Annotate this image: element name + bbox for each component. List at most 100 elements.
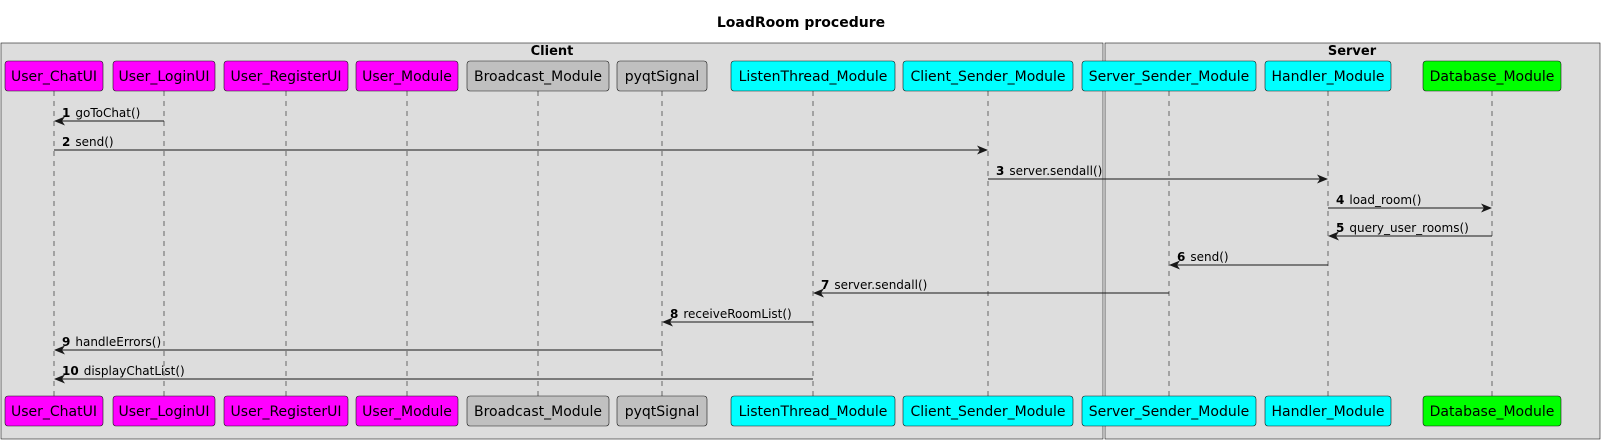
message-label: 6 send(): [1177, 250, 1229, 264]
message-label: 7 server.sendall(): [821, 278, 927, 292]
participant-label: Client_Sender_Module: [910, 69, 1065, 85]
message-text: handleErrors(): [75, 335, 161, 349]
message-number: 10: [62, 364, 79, 378]
message-7: 7 server.sendall(): [813, 278, 1169, 298]
participant-label: User_RegisterUI: [231, 404, 342, 420]
participant-top-database_module: Database_Module: [1422, 60, 1562, 92]
message-label: 4 load_room(): [1336, 193, 1421, 207]
message-text: receiveRoomList(): [683, 307, 791, 321]
participant-label: User_ChatUI: [11, 69, 97, 85]
lifelines: [53, 91, 1493, 396]
participant-bottom-user_registerui: User_RegisterUI: [223, 395, 349, 427]
message-number: 2: [62, 135, 70, 149]
message-label: 2 send(): [62, 135, 114, 149]
message-text: server.sendall(): [834, 278, 927, 292]
message-text: displayChatList(): [84, 364, 185, 378]
participant-top-user_loginui: User_LoginUI: [112, 60, 216, 92]
participant-label: Server_Sender_Module: [1089, 69, 1249, 85]
participant-label: Handler_Module: [1271, 404, 1384, 420]
message-label: 10 displayChatList(): [62, 364, 185, 378]
participant-bottom-user_module: User_Module: [355, 395, 459, 427]
message-text: goToChat(): [75, 106, 140, 120]
participant-label: Handler_Module: [1271, 69, 1384, 85]
message-number: 5: [1336, 221, 1344, 235]
participant-top-handler_module: Handler_Module: [1264, 60, 1392, 92]
participant-label: User_RegisterUI: [231, 69, 342, 85]
participant-label: Database_Module: [1430, 69, 1555, 85]
message-number: 4: [1336, 193, 1344, 207]
message-5: 5 query_user_rooms(): [1328, 221, 1492, 241]
message-label: 1 goToChat(): [62, 106, 140, 120]
participant-label: Server_Sender_Module: [1089, 404, 1249, 420]
arrowhead: [1481, 203, 1492, 213]
arrowhead: [54, 345, 65, 355]
participant-label: Broadcast_Module: [474, 404, 602, 420]
message-text: send(): [75, 135, 113, 149]
participant-bottom-handler_module: Handler_Module: [1264, 395, 1392, 427]
message-text: server.sendall(): [1009, 164, 1102, 178]
box-client-label: Client: [531, 44, 574, 59]
participant-label: User_Module: [362, 404, 452, 420]
participant-label: pyqtSignal: [625, 69, 700, 85]
message-text: query_user_rooms(): [1349, 221, 1468, 235]
message-6: 6 send(): [1169, 250, 1328, 270]
participant-label: Broadcast_Module: [474, 69, 602, 85]
message-9: 9 handleErrors(): [54, 335, 662, 355]
message-number: 6: [1177, 250, 1185, 264]
participant-top-user_registerui: User_RegisterUI: [223, 60, 349, 92]
participant-top-server_sender_module: Server_Sender_Module: [1081, 60, 1257, 92]
participant-bottom-listenthread_module: ListenThread_Module: [730, 395, 896, 427]
arrowhead: [54, 374, 65, 384]
participant-top-broadcast_module: Broadcast_Module: [466, 60, 610, 92]
arrowhead: [1328, 231, 1339, 241]
message-number: 1: [62, 106, 70, 120]
participant-bottom-broadcast_module: Broadcast_Module: [466, 395, 610, 427]
participant-label: User_Module: [362, 69, 452, 85]
arrowhead: [662, 317, 673, 327]
participant-label: User_ChatUI: [11, 404, 97, 420]
participant-top-pyqtsignal: pyqtSignal: [616, 60, 708, 92]
participant-top-user_chatui: User_ChatUI: [4, 60, 104, 92]
message-text: send(): [1190, 250, 1228, 264]
box-server-label: Server: [1328, 44, 1377, 59]
arrowhead: [54, 116, 65, 126]
participant-top-user_module: User_Module: [355, 60, 459, 92]
message-4: 4 load_room(): [1328, 193, 1492, 213]
message-8: 8 receiveRoomList(): [662, 307, 813, 327]
message-label: 8 receiveRoomList(): [670, 307, 792, 321]
participant-bottom-user_chatui: User_ChatUI: [4, 395, 104, 427]
participant-bottom-database_module: Database_Module: [1422, 395, 1562, 427]
box-server: Server: [1104, 42, 1601, 440]
arrowhead: [813, 288, 824, 298]
diagram-title: LoadRoom procedure: [717, 15, 885, 31]
participants-top: User_ChatUI User_LoginUI User_RegisterUI Us…: [4, 60, 1562, 92]
participant-top-listenthread_module: ListenThread_Module: [730, 60, 896, 92]
participant-label: ListenThread_Module: [739, 69, 888, 85]
participant-label: ListenThread_Module: [739, 404, 888, 420]
message-number: 9: [62, 335, 70, 349]
message-10: 10 displayChatList(): [54, 364, 813, 384]
participant-label: Database_Module: [1430, 404, 1555, 420]
participant-label: User_LoginUI: [118, 69, 209, 85]
message-label: 5 query_user_rooms(): [1336, 221, 1469, 235]
message-label: 9 handleErrors(): [62, 335, 161, 349]
arrowhead: [1317, 174, 1328, 184]
participant-bottom-user_loginui: User_LoginUI: [112, 395, 216, 427]
message-number: 7: [821, 278, 829, 292]
message-number: 8: [670, 307, 678, 321]
participant-label: User_LoginUI: [118, 404, 209, 420]
box-client: Client: [0, 42, 1104, 440]
participant-top-client_sender_module: Client_Sender_Module: [902, 60, 1074, 92]
participant-bottom-pyqtsignal: pyqtSignal: [616, 395, 708, 427]
message-2: 2 send(): [54, 135, 988, 155]
participant-label: pyqtSignal: [625, 404, 700, 420]
arrowhead: [977, 145, 988, 155]
participants-bottom: User_ChatUI User_LoginUI User_RegisterUI Us…: [4, 395, 1562, 427]
message-1: 1 goToChat(): [54, 106, 164, 126]
participant-bottom-client_sender_module: Client_Sender_Module: [902, 395, 1074, 427]
message-text: load_room(): [1349, 193, 1421, 207]
